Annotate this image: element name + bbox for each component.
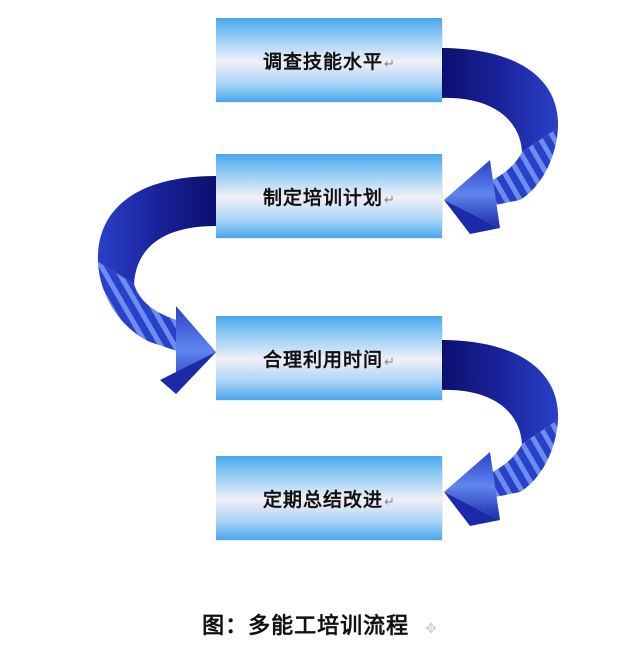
arrow-step1-to-step2 — [440, 48, 559, 234]
step-2-box: 制定培训计划↵ — [216, 154, 442, 238]
figure-caption: 图：多能工培训流程 ✥ — [0, 608, 640, 640]
return-mark-icon: ↵ — [384, 56, 395, 72]
arrow-step3-to-step4 — [440, 340, 559, 526]
return-mark-icon: ↵ — [384, 192, 395, 208]
return-mark-icon: ↵ — [384, 494, 395, 510]
step-4-box: 定期总结改进↵ — [216, 456, 442, 540]
step-2-label: 制定培训计划↵ — [263, 186, 395, 209]
step-1-label: 调查技能水平↵ — [263, 50, 395, 73]
arrow-step2-to-step3 — [97, 176, 216, 394]
drag-handle-icon: ✥ — [425, 621, 438, 637]
step-4-label: 定期总结改进↵ — [263, 488, 395, 511]
step-1-box: 调查技能水平↵ — [216, 18, 442, 102]
step-3-label: 合理利用时间↵ — [263, 348, 395, 371]
caption-text: 图：多能工培训流程 — [202, 614, 410, 639]
step-3-box: 合理利用时间↵ — [216, 316, 442, 400]
return-mark-icon: ↵ — [384, 354, 395, 370]
